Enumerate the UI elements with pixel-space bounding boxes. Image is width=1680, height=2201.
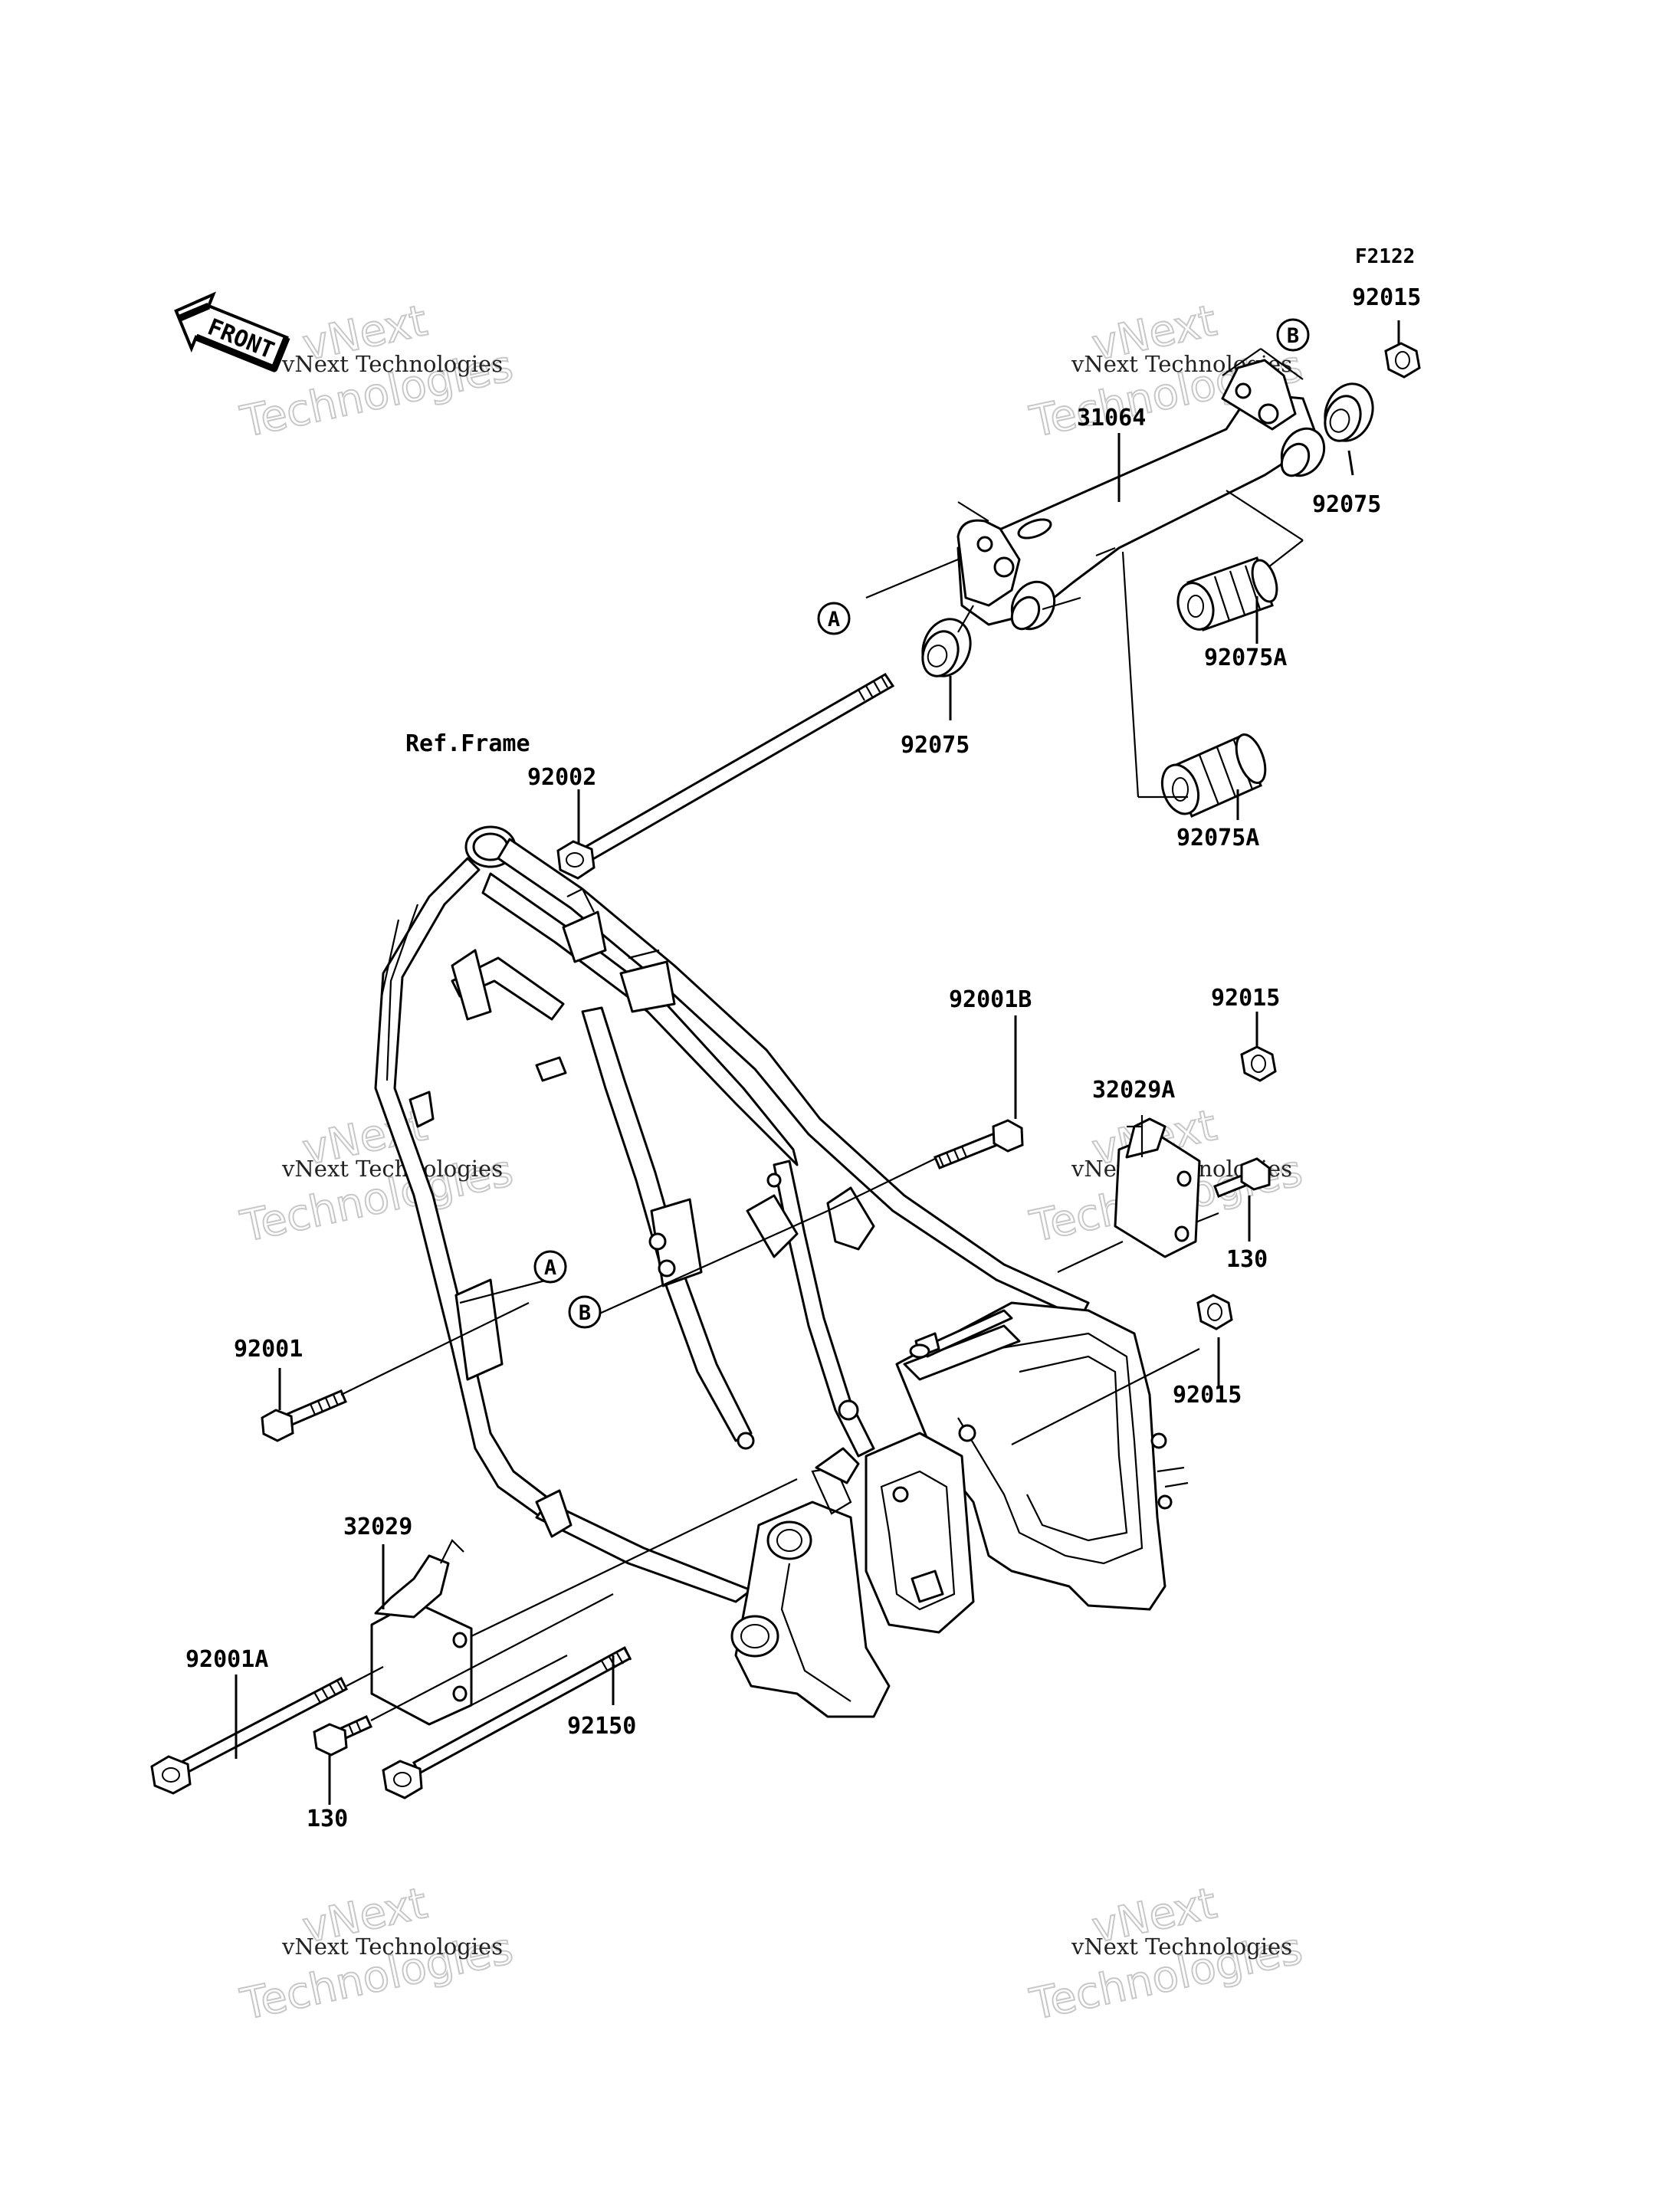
nut-92015-top [1384, 342, 1421, 379]
bracket-plate-32029 [370, 1539, 473, 1726]
part-label-32029: 32029 [343, 1514, 412, 1540]
marker-label: A [544, 1256, 556, 1280]
watermark-group-top-left: vNext Technologies vNext Technologies [235, 295, 517, 448]
marker-b-frame: B [568, 1295, 602, 1329]
marker-a-top: A [817, 602, 851, 635]
watermark-text: vNext Technologies [281, 1934, 503, 1960]
marker-a-frame: A [533, 1250, 567, 1284]
bolt-92001 [261, 1389, 347, 1442]
marker-label: B [579, 1301, 591, 1325]
watermark-group-mid-left: vNext Technologies vNext Technologies [235, 1100, 517, 1253]
leader-lines [235, 320, 1400, 1805]
bolt-92001A [150, 1676, 348, 1795]
part-label-92015-top: 92015 [1352, 284, 1421, 311]
watermark-text: vNext Technologies [1071, 1934, 1292, 1960]
part-label-92150: 92150 [567, 1713, 636, 1740]
marker-label: A [828, 608, 840, 631]
washer-92075-left [921, 618, 972, 677]
bolt-92150 [382, 1645, 632, 1799]
part-label-32029A: 32029A [1092, 1077, 1175, 1104]
bolt-130-right [1213, 1157, 1271, 1198]
bolt-130-left [313, 1715, 372, 1757]
bolt-92002 [556, 672, 895, 880]
part-label-130-right: 130 [1226, 1246, 1268, 1273]
part-label-92002: 92002 [527, 764, 596, 791]
collar-92075A-lower [1160, 733, 1267, 818]
part-label-92001B: 92001B [949, 986, 1032, 1013]
watermark-text: vNext Technologies [281, 1156, 503, 1182]
figure-id: F2122 [1355, 245, 1415, 268]
part-label-31064: 31064 [1077, 405, 1146, 431]
watermark-text: vNext Technologies [281, 351, 503, 377]
part-label-130-left: 130 [307, 1806, 348, 1832]
part-label-92015-low: 92015 [1173, 1382, 1242, 1409]
part-label-92015-mid: 92015 [1211, 985, 1280, 1012]
part-label-92075A-upper: 92075A [1204, 645, 1287, 671]
watermark-group-bottom-left: vNext Technologies vNext Technologies [235, 1878, 517, 2031]
motorcycle-frame [374, 825, 1189, 1718]
bolt-92001B [934, 1119, 1024, 1169]
marker-label: B [1287, 324, 1299, 348]
nut-92015-low [1196, 1294, 1233, 1330]
watermark-group-bottom-right: vNext Technologies vNext Technologies [1025, 1878, 1307, 2031]
collar-92075A-upper [1176, 556, 1278, 631]
part-label-92075-right: 92075 [1312, 491, 1381, 518]
part-label-92075-left: 92075 [901, 732, 970, 759]
bracket-plate-32029A [1114, 1117, 1201, 1258]
nut-92015-mid [1240, 1045, 1277, 1082]
part-label-92075A-lower: 92075A [1176, 825, 1259, 851]
part-label-92001A: 92001A [185, 1646, 268, 1673]
washer-92075-right [1324, 382, 1374, 442]
part-label-92001: 92001 [234, 1336, 303, 1363]
engine-mount-bracket-31064 [956, 359, 1326, 631]
front-arrow-icon: FRONT [174, 291, 290, 372]
marker-b-top: B [1276, 318, 1310, 352]
ref-frame-label: Ref.Frame [405, 730, 530, 757]
